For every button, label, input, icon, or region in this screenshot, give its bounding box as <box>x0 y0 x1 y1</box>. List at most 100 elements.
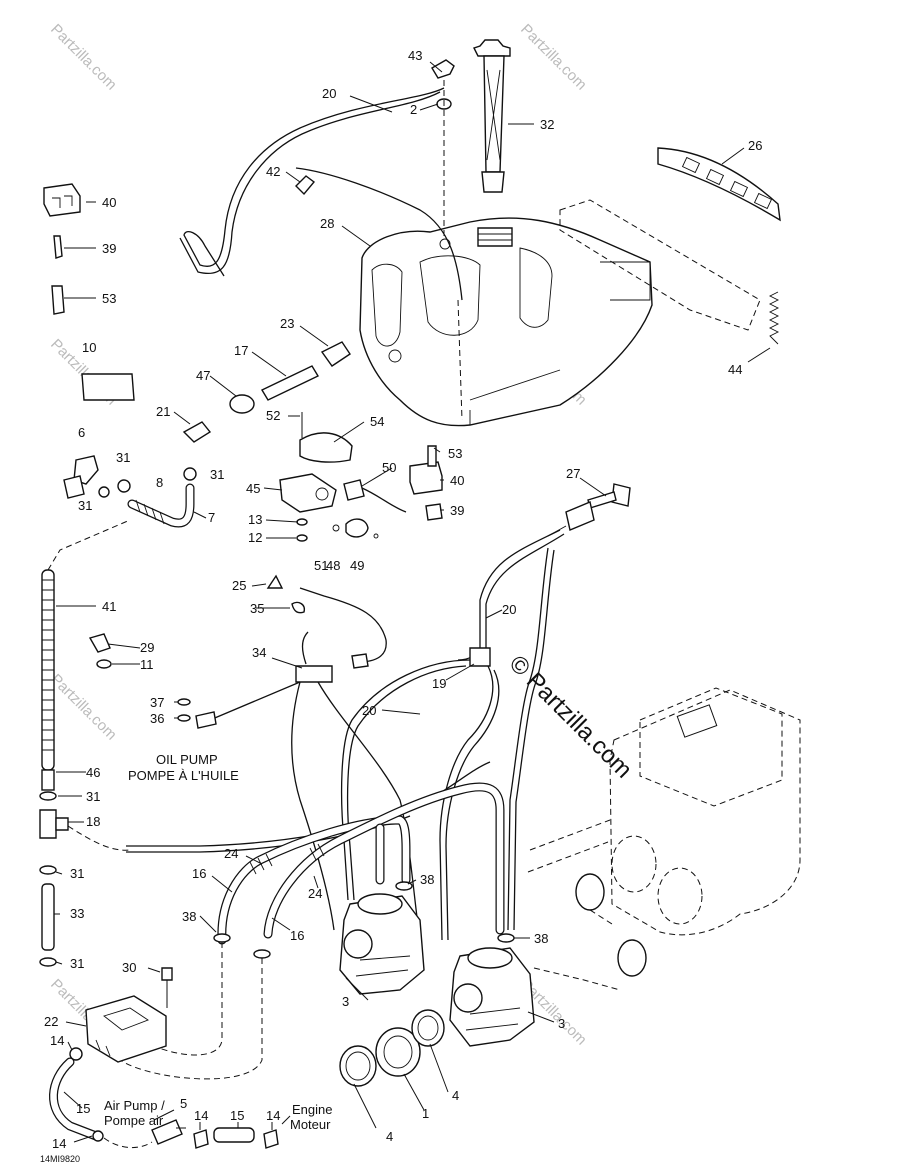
callout-label: 24 <box>308 886 322 901</box>
choke-lever <box>547 483 631 537</box>
callout-label: 44 <box>728 362 742 377</box>
choke-cable <box>485 533 565 648</box>
callout-label: 15 <box>76 1101 90 1116</box>
callout-label: 31 <box>78 498 92 513</box>
callout-label: 53 <box>448 446 462 461</box>
washer <box>96 659 112 669</box>
callout-label: 20 <box>502 602 516 617</box>
callout-label: 27 <box>566 466 580 481</box>
nut <box>177 698 191 706</box>
callout-label: 31 <box>116 450 130 465</box>
callout-label: 38 <box>534 931 548 946</box>
callout-label: 21 <box>156 404 170 419</box>
callout-label: 24 <box>224 846 238 861</box>
oil-hose <box>41 519 131 791</box>
callout-label: 19 <box>432 676 446 691</box>
vent-hose <box>179 91 441 274</box>
air-boot <box>617 939 647 977</box>
callout-label: 43 <box>408 48 422 63</box>
oil-pump <box>85 967 173 1063</box>
carburetor-right <box>449 947 535 1047</box>
callout-label: 13 <box>248 512 262 527</box>
fuel-sender <box>473 39 511 193</box>
watermark: Partzilla.com <box>517 21 590 94</box>
choke-cable <box>439 665 494 941</box>
callout-label: 39 <box>102 241 116 256</box>
callout-label: 16 <box>192 866 206 881</box>
choke-cable <box>346 665 467 901</box>
callout-label: 38 <box>182 909 196 924</box>
callout-label: 18 <box>86 814 100 829</box>
route-line <box>119 958 263 1080</box>
clamp <box>497 933 515 943</box>
callout-label: 39 <box>450 503 464 518</box>
callout-label: 7 <box>208 510 215 525</box>
nut <box>177 714 191 722</box>
carburetor-left <box>339 893 425 995</box>
choke-cable <box>445 669 500 941</box>
callout-label: 25 <box>232 578 246 593</box>
figure-code: 14MI9820 <box>40 1154 80 1164</box>
callout-label: 4 <box>386 1129 393 1144</box>
callout-label: 51 <box>314 558 328 573</box>
primer-assembly <box>182 341 351 443</box>
watermark: Partzilla.com <box>47 671 120 744</box>
oil-pump-caption: OIL PUMP <box>156 752 218 767</box>
callout-label: 52 <box>266 408 280 423</box>
callout-label: 53 <box>102 291 116 306</box>
callout-label: 6 <box>78 425 85 440</box>
tank-bracket <box>559 147 781 331</box>
captions: OIL PUMP POMPE À L'HUILE Air Pump / Pomp… <box>40 752 332 1164</box>
callout-label: 14 <box>266 1108 280 1123</box>
engine-caption: Engine <box>292 1102 332 1117</box>
callout-label: 34 <box>252 645 266 660</box>
callout-label: 12 <box>248 530 262 545</box>
callout-label: 4 <box>452 1088 459 1103</box>
route-line <box>457 299 463 421</box>
air-pump-caption: Air Pump / <box>104 1098 165 1113</box>
callout-label: 33 <box>70 906 84 921</box>
label-tag <box>81 373 135 401</box>
callout-label: 40 <box>102 195 116 210</box>
fuel-lines <box>217 782 505 945</box>
callout-label: 54 <box>370 414 384 429</box>
callout-label: 41 <box>102 599 116 614</box>
hose-clip <box>88 633 111 653</box>
intake-adaptor <box>339 1009 445 1087</box>
primer-pump <box>279 412 353 542</box>
air-pump-caption-fr: Pompe air <box>104 1113 164 1128</box>
clip <box>295 175 316 196</box>
route-line <box>589 909 613 925</box>
air-pump-hoses <box>49 1047 279 1149</box>
callout-label: 14 <box>52 1136 66 1151</box>
vent-hose <box>295 167 463 301</box>
callout-label: 3 <box>342 994 349 1009</box>
watermark-main: © Partzilla.com <box>504 650 637 783</box>
callout-label: 28 <box>320 216 334 231</box>
connectors-left <box>43 183 81 315</box>
callout-label: 26 <box>748 138 762 153</box>
callout-label: 31 <box>70 956 84 971</box>
callout-label: 16 <box>290 928 304 943</box>
callout-label: 1 <box>422 1106 429 1121</box>
throttle-cable <box>195 574 421 941</box>
tee-and-hoses <box>39 791 131 967</box>
air-boot <box>575 873 605 911</box>
leader-lines <box>54 61 771 1143</box>
callout-label: 31 <box>70 866 84 881</box>
callout-label: 37 <box>150 695 164 710</box>
choke-cable <box>513 549 555 931</box>
spring <box>768 291 780 345</box>
oil-pump-caption-fr: POMPE À L'HUILE <box>128 768 239 783</box>
callout-label: 14 <box>50 1033 64 1048</box>
callout-labels: 43 2 20 32 42 28 26 40 39 53 23 17 47 10… <box>44 48 762 1151</box>
route-line <box>533 967 621 991</box>
clamp <box>213 933 231 943</box>
clamp <box>253 949 271 959</box>
callout-label: 23 <box>280 316 294 331</box>
t-fitting <box>469 647 491 667</box>
connectors-right <box>332 445 443 539</box>
fittings-top <box>431 59 455 236</box>
callout-label: 32 <box>540 117 554 132</box>
